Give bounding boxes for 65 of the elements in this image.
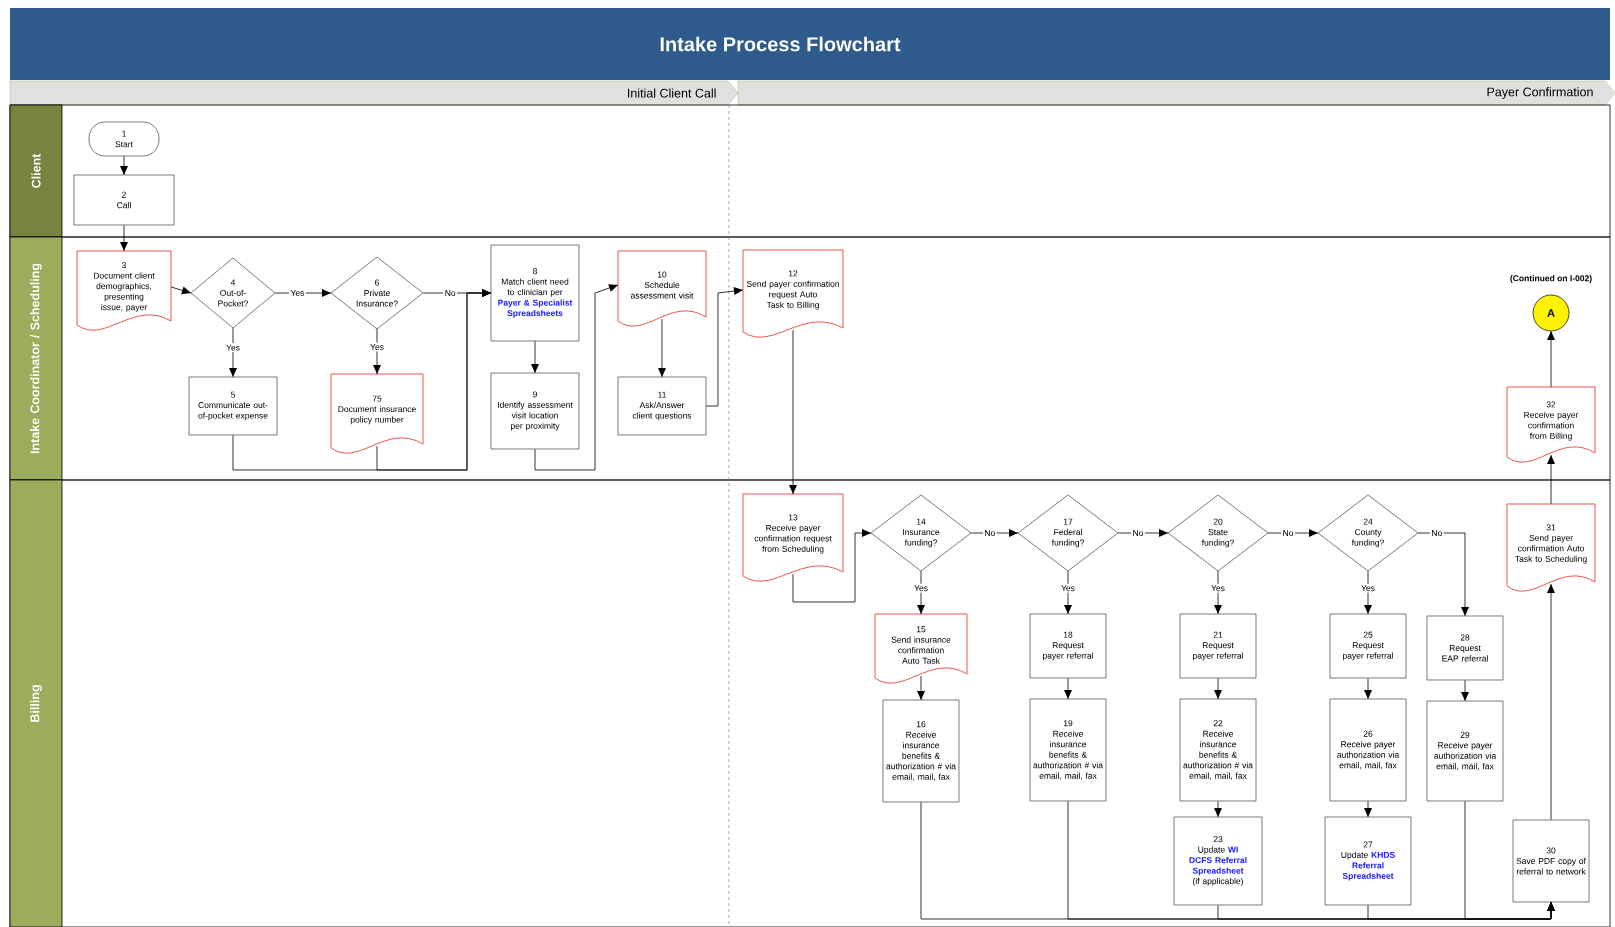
arrow (373, 328, 381, 375)
edge-label: Yes (368, 342, 386, 352)
arrow (1064, 570, 1072, 615)
process-box: 2 Call (73, 174, 175, 226)
edge-label: Yes (1059, 583, 1077, 593)
process-box: 26 Receive payer authorization via email, mail, fax (1329, 698, 1407, 802)
edge-label: Yes (224, 343, 242, 353)
process-box: 5 Communicate out-of-pocket expense (188, 376, 278, 436)
arrow (376, 289, 492, 471)
process-box: 8 Match client need to clinician per Payer & Specialist Spreadsheets (490, 244, 580, 342)
process-box: 9 Identify assessment visit location per proximity (490, 372, 580, 450)
arrow (1364, 570, 1372, 615)
arrow (1417, 532, 1469, 617)
arrow (705, 287, 744, 407)
arrow (1547, 330, 1555, 388)
arrow (1214, 570, 1222, 615)
arrow (658, 318, 666, 378)
arrow (534, 284, 619, 471)
edge-label: No (1429, 528, 1444, 538)
arrow (531, 340, 539, 374)
process-box: 29 Receive payer authorization via email, mail, fax (1426, 700, 1504, 802)
edge-label: Yes (912, 583, 930, 593)
arrow (1364, 800, 1372, 818)
edge-label: No (1281, 528, 1295, 538)
title-bar: Intake Process Flowchart (10, 8, 1610, 80)
arrow (917, 675, 925, 701)
edge-label: No (1131, 528, 1145, 538)
arrow (1464, 800, 1555, 920)
phase-band: Payer Confirmation (737, 80, 1615, 106)
arrow (1547, 454, 1555, 505)
arrow (229, 327, 237, 378)
arrow (1364, 677, 1372, 700)
edge-label: Yes (1209, 583, 1227, 593)
process-box: 28 Request EAP referral (1426, 615, 1504, 681)
process-box: 25 Request payer referral (1329, 613, 1407, 679)
arrow (1267, 529, 1319, 537)
arrow (274, 289, 332, 297)
edge-label: Yes (1359, 583, 1377, 593)
process-box: 22 Receive insurance benefits & authorization # via email, mail, fax (1179, 698, 1257, 802)
process-box: 21 Request payer referral (1179, 613, 1257, 679)
arrow (1214, 677, 1222, 700)
arrow (917, 570, 925, 615)
process-box: 18 Request payer referral (1029, 613, 1107, 679)
process-box: 23 Update WI DCFS Referral Spreadsheet (if applicable) (1173, 816, 1263, 906)
arrow (120, 224, 128, 252)
phase-band: Initial Client Call (9, 80, 739, 106)
arrow (1064, 677, 1072, 700)
arrow (792, 529, 872, 603)
arrow (120, 155, 128, 176)
note: (Continued on I-002) (1510, 275, 1592, 283)
edge-label: No (982, 528, 997, 538)
process-box: 27 Update KHDS Referral Spreadsheet (1324, 816, 1412, 906)
process-box: 19 Receive insurance benefits & authorization # via email, mail, fax (1029, 698, 1107, 802)
arrow (1214, 800, 1222, 818)
edge-label: Yes (288, 288, 306, 298)
arrow (1117, 529, 1169, 537)
arrow (789, 329, 797, 495)
arrow (1461, 679, 1469, 702)
process-box: 30 Save PDF copy of referral to network (1512, 819, 1590, 903)
arrow (1547, 583, 1555, 821)
arrow (170, 286, 192, 295)
edge-label: No (443, 288, 458, 298)
start-terminal: 1 Start (88, 121, 160, 157)
process-box: 11 Ask/Answer client questions (617, 376, 707, 436)
process-box: 16 Receive insurance benefits & authorization # via email, mail, fax (882, 699, 960, 803)
